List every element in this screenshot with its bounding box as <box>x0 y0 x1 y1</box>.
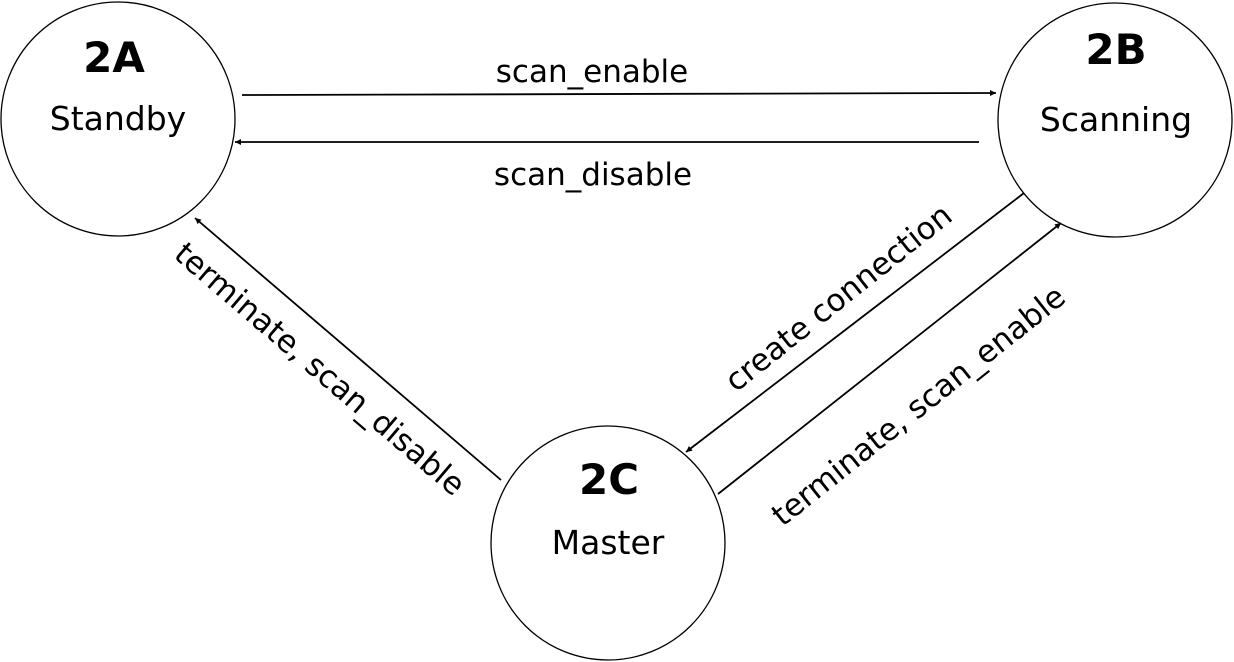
transition-terminate-scan-enable-arrow <box>717 222 1062 495</box>
transition-scan-enable-arrow <box>241 90 997 97</box>
transition-create-connection: create connection <box>685 192 1025 453</box>
state-master-name: Master <box>552 523 665 562</box>
state-standby: 2A Standby <box>0 1 236 237</box>
transition-terminate-scan-disable-label: terminate, scan_disable <box>167 236 472 504</box>
state-scanning-id: 2B <box>1085 25 1146 74</box>
transition-scan-disable-label: scan_disable <box>494 157 692 193</box>
state-scanning-name: Scanning <box>1040 100 1192 139</box>
state-master-id: 2C <box>579 455 639 504</box>
transition-create-connection-label: create connection <box>718 197 959 399</box>
state-standby-circle <box>0 1 236 237</box>
transition-scan-enable: scan_enable <box>241 54 997 97</box>
state-scanning-circle <box>997 2 1233 238</box>
state-scanning: 2B Scanning <box>997 2 1233 238</box>
state-standby-id: 2A <box>83 33 145 82</box>
transition-create-connection-arrow <box>685 192 1025 453</box>
state-master: 2C Master <box>490 425 726 661</box>
state-master-circle <box>490 425 726 661</box>
transition-scan-disable: scan_disable <box>235 139 979 193</box>
state-standby-name: Standby <box>50 99 186 138</box>
transition-terminate-scan-disable: terminate, scan_disable <box>167 217 502 504</box>
transition-terminate-scan-disable-arrow <box>194 217 502 481</box>
transition-scan-enable-label: scan_enable <box>496 54 688 90</box>
